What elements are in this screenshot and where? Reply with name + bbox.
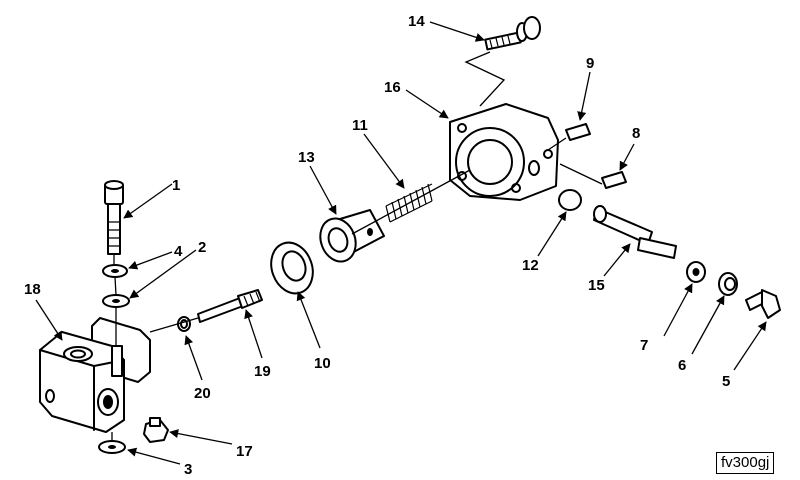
callout-13: 13: [298, 149, 315, 166]
part-7-washer: [686, 261, 706, 283]
callout-10: 10: [314, 355, 331, 372]
part-12-disc: [558, 189, 582, 211]
assembly-axis-vertical: [111, 254, 117, 441]
part-8-pin: [601, 171, 627, 189]
callout-20: 20: [194, 385, 211, 402]
part-13-sleeve: [319, 209, 385, 263]
assembly-axis-middle: [351, 169, 471, 235]
callout-14: 14: [408, 13, 425, 30]
callout-4: 4: [174, 243, 183, 260]
part-2-washer: [102, 294, 130, 308]
part-9-pin: [565, 123, 591, 141]
assembly-axis-pins: [547, 137, 603, 185]
part-17-plug: [143, 417, 169, 443]
assembly-axis-lower: [149, 317, 199, 333]
callout-15: 15: [588, 277, 605, 294]
part-20-o-ring: [177, 316, 191, 332]
callout-5: 5: [722, 373, 730, 390]
callout-8: 8: [632, 125, 640, 142]
part-3-washer: [98, 440, 126, 454]
leader-arrows: [35, 21, 767, 465]
assembly-axis-screw: [464, 51, 506, 107]
callout-16: 16: [384, 79, 401, 96]
part-6-washer: [718, 272, 738, 296]
part-4-lock-washer: [102, 264, 128, 278]
part-19-valve-stem: [197, 289, 263, 323]
callout-17: 17: [236, 443, 253, 460]
callout-2: 2: [198, 239, 206, 256]
callout-labels: 1 2 3 4 5 6 7 8 9 10 11 12 13 14 15 16 1…: [24, 13, 730, 478]
part-18-housing: [39, 317, 151, 433]
part-15-valve-spool: [593, 205, 677, 259]
callout-1: 1: [172, 177, 180, 194]
part-14-screw: [484, 16, 541, 51]
callout-3: 3: [184, 461, 192, 478]
part-10-flange-ring: [270, 241, 314, 295]
callout-18: 18: [24, 281, 41, 298]
part-1-cap-screw: [104, 180, 124, 255]
figure-id-label: fv300gj: [716, 452, 775, 474]
part-5-bolt: [745, 289, 781, 319]
callout-9: 9: [586, 55, 594, 72]
callout-12: 12: [522, 257, 539, 274]
callout-11: 11: [352, 117, 368, 134]
callout-6: 6: [678, 357, 686, 374]
callout-7: 7: [640, 337, 648, 354]
part-16-cover: [449, 103, 559, 201]
callout-19: 19: [254, 363, 271, 380]
